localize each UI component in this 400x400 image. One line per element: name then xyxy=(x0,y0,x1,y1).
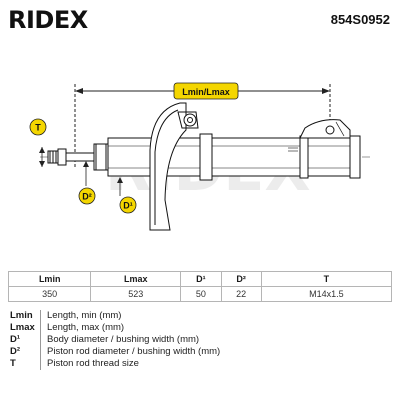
legend-key: Lmin xyxy=(10,310,33,321)
spring-seat-bracket xyxy=(149,102,199,231)
legend-item: D² Piston rod diameter / bushing width (… xyxy=(10,346,220,358)
part-number: 854S0952 xyxy=(330,12,390,27)
header-d2: D² xyxy=(220,271,262,287)
shock-absorber-drawing: RIDEX Lmin/Lmax xyxy=(29,82,370,231)
length-label: Lmin/Lmax xyxy=(182,87,230,97)
value-t: M14x1.5 xyxy=(260,286,393,302)
legend-item: Lmax Length, max (mm) xyxy=(10,322,220,334)
header-t: T xyxy=(260,271,393,287)
legend-key: T xyxy=(10,358,16,369)
legend: Lmin Length, min (mm) Lmax Length, max (… xyxy=(10,310,220,370)
legend-item: T Piston rod thread size xyxy=(10,358,220,370)
legend-desc: Body diameter / bushing width (mm) xyxy=(47,334,200,345)
value-lmin: 350 xyxy=(7,286,92,302)
legend-divider xyxy=(40,322,47,334)
legend-divider xyxy=(40,358,47,370)
legend-desc: Length, max (mm) xyxy=(47,322,125,333)
header-lmin: Lmin xyxy=(7,271,92,287)
piston-rod xyxy=(47,143,109,171)
legend-item: D¹ Body diameter / bushing width (mm) xyxy=(10,334,220,346)
legend-divider xyxy=(40,334,47,346)
brand-logo: RIDEX xyxy=(8,6,88,34)
legend-item: Lmin Length, min (mm) xyxy=(10,310,220,322)
svg-text:D¹: D¹ xyxy=(123,201,133,211)
legend-desc: Piston rod thread size xyxy=(47,358,139,369)
d1-dimension xyxy=(117,177,123,196)
legend-desc: Piston rod diameter / bushing width (mm) xyxy=(47,346,221,357)
knuckle-bracket xyxy=(299,119,351,139)
specs-table: Lmin Lmax D¹ D² T 350 523 50 22 M14x1.5 xyxy=(7,271,393,302)
header-d1: D¹ xyxy=(180,271,222,287)
specs-header-row: Lmin Lmax D¹ D² T xyxy=(7,271,393,287)
legend-desc: Length, min (mm) xyxy=(47,310,122,321)
value-lmax: 523 xyxy=(90,286,182,302)
d2-dimension xyxy=(83,161,89,186)
svg-text:D²: D² xyxy=(82,192,92,202)
t-dimension xyxy=(39,147,45,167)
legend-key: D¹ xyxy=(10,334,21,345)
specs-value-row: 350 523 50 22 M14x1.5 xyxy=(7,286,393,302)
legend-divider xyxy=(40,310,47,322)
legend-key: Lmax xyxy=(10,322,35,333)
d2-badge: D² xyxy=(78,187,96,205)
svg-text:T: T xyxy=(35,123,41,133)
d1-badge: D¹ xyxy=(119,196,137,214)
legend-key: D² xyxy=(10,346,21,357)
body-tube xyxy=(107,133,361,181)
value-d2: 22 xyxy=(220,286,262,302)
t-badge: T xyxy=(29,118,47,136)
length-label-box xyxy=(173,82,239,100)
value-d1: 50 xyxy=(180,286,222,302)
header-lmax: Lmax xyxy=(90,271,182,287)
legend-divider xyxy=(40,346,47,358)
